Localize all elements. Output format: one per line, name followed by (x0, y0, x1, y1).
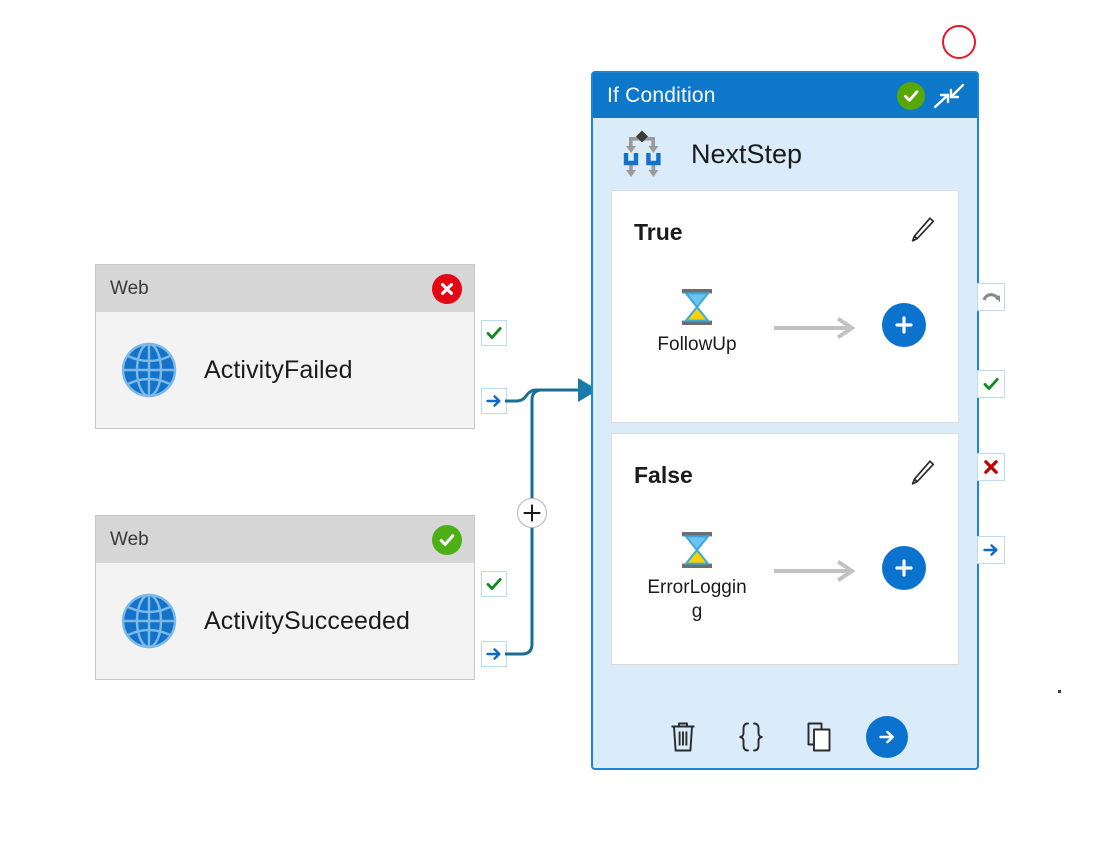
trash-icon (671, 722, 695, 752)
card-activity-label: ActivityFailed (204, 355, 353, 384)
arrow-right-circle-icon (866, 716, 908, 758)
plus-icon (523, 504, 541, 522)
if-condition-title: If Condition (607, 83, 716, 107)
braces-icon (739, 722, 763, 752)
delete-button[interactable] (649, 714, 717, 760)
red-highlight-circle (942, 25, 976, 59)
branch-true[interactable]: True (611, 190, 959, 423)
arrow-right-icon (486, 648, 501, 660)
plus-icon (895, 316, 913, 334)
handle-next-if[interactable] (977, 536, 1005, 564)
handle-success-if[interactable] (977, 370, 1005, 398)
wire-top-segment (505, 388, 578, 403)
branch-flow-row: ErrorLogging (612, 530, 958, 624)
collapse-diagonal-icon[interactable] (931, 79, 967, 113)
copy-button[interactable] (785, 714, 853, 760)
pencil-icon[interactable] (908, 215, 936, 245)
branch-activity-name: ErrorLogging (647, 577, 747, 622)
code-button[interactable] (717, 714, 785, 760)
card-body: ActivityFailed (96, 312, 474, 428)
arrow-right-long-icon (772, 558, 864, 589)
plus-icon (895, 559, 913, 577)
if-condition-toolbar (593, 706, 977, 768)
stray-dot (1058, 690, 1061, 693)
if-condition-step-name: NextStep (691, 138, 803, 169)
handle-success-succeeded-card[interactable] (481, 571, 507, 597)
activity-card-web-succeeded[interactable]: Web ActivitySuccee (95, 515, 475, 680)
branch-false[interactable]: False (611, 433, 959, 665)
check-circle-icon (897, 81, 925, 110)
branch-flow-row: FollowUp (612, 287, 958, 357)
card-header-title: Web (110, 277, 149, 299)
handle-retry-if[interactable] (977, 283, 1005, 311)
wire-add-node-button[interactable] (517, 498, 547, 528)
card-header: Web (96, 516, 474, 563)
check-icon (486, 327, 502, 339)
card-header-title: Web (110, 528, 149, 550)
copy-icon (807, 722, 831, 752)
activity-card-web-failed[interactable]: Web ActivityFailed (95, 264, 475, 429)
globe-icon (120, 592, 178, 650)
cross-icon (984, 460, 998, 474)
if-condition-header: If Condition (593, 73, 977, 118)
check-icon (486, 578, 502, 590)
hourglass-icon (678, 287, 716, 327)
card-header: Web (96, 265, 474, 312)
arrow-right-icon (486, 395, 501, 407)
branch-activity[interactable]: ErrorLogging (622, 530, 772, 624)
handle-failure-if[interactable] (977, 453, 1005, 481)
error-circle-icon (432, 273, 462, 304)
arrow-right-icon (983, 544, 998, 556)
branch-title: False (634, 462, 693, 488)
wire-arrowhead (578, 378, 598, 402)
branch-condition-icon (615, 128, 669, 180)
success-circle-icon (432, 524, 462, 555)
hourglass-icon (678, 530, 716, 570)
branch-add-button[interactable] (882, 303, 926, 347)
pencil-icon[interactable] (908, 458, 936, 488)
card-activity-label: ActivitySucceeded (204, 606, 410, 635)
if-condition-step-row: NextStep (593, 118, 977, 190)
retry-icon (982, 293, 1000, 303)
if-condition-panel[interactable]: If Condition (591, 71, 979, 770)
handle-next-failed-card[interactable] (481, 388, 507, 414)
branch-activity[interactable]: FollowUp (622, 287, 772, 357)
handle-success-failed-card[interactable] (481, 320, 507, 346)
branch-add-button[interactable] (882, 546, 926, 590)
card-body: ActivitySucceeded (96, 563, 474, 679)
check-icon (983, 378, 999, 390)
branch-activity-name: FollowUp (657, 334, 737, 355)
arrow-right-long-icon (772, 315, 864, 346)
globe-icon (120, 341, 178, 399)
go-button[interactable] (853, 714, 921, 760)
branch-title: True (634, 219, 683, 245)
